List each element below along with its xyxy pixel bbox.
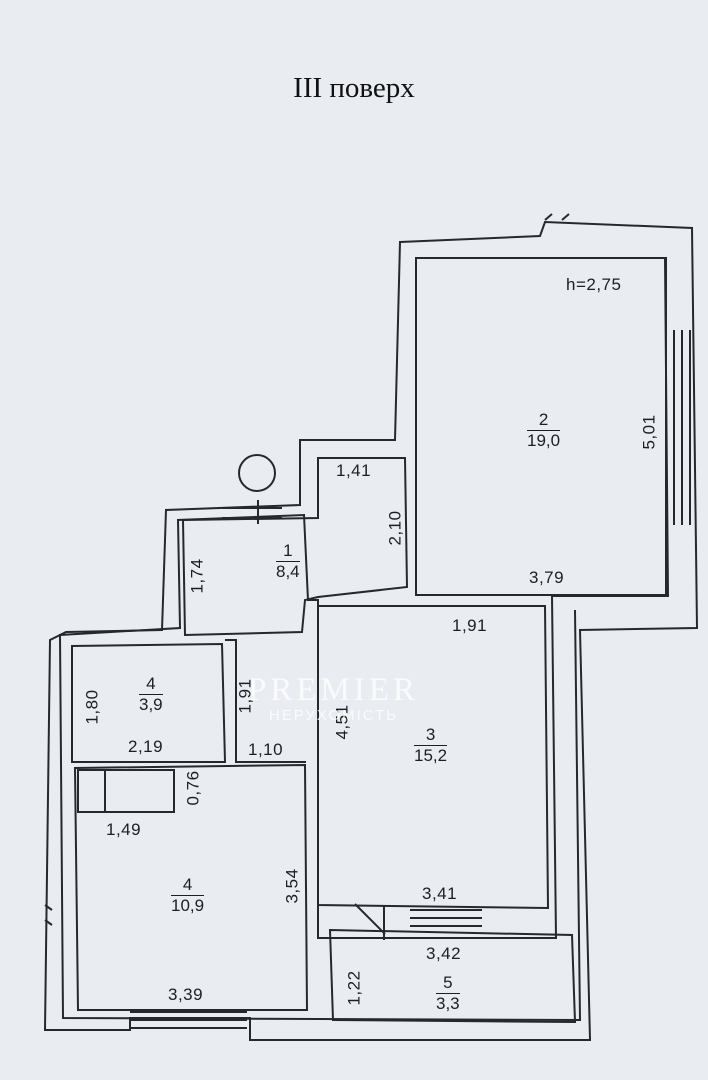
room-3-label: 3 15,2 — [414, 725, 448, 766]
dim-3-41: 3,41 — [422, 884, 458, 903]
room-2-area: 19,0 — [527, 431, 561, 450]
window-south — [130, 1011, 247, 1029]
dim-1-22: 1,22 — [344, 970, 364, 1006]
window-north — [222, 507, 282, 519]
floor-title: III поверх — [293, 72, 415, 104]
dim-3-54: 3,54 — [282, 868, 302, 904]
dim-3-39: 3,39 — [168, 985, 204, 1004]
room-5-number: 5 — [436, 973, 460, 994]
dim-2-10: 2,10 — [385, 510, 405, 546]
dim-1-91-top: 1,91 — [452, 616, 488, 635]
dim-1-10: 1,10 — [248, 740, 284, 759]
wall-break-left — [44, 904, 53, 926]
room-3-area: 15,2 — [414, 746, 448, 765]
room-2-label: 2 19,0 — [527, 410, 561, 451]
window-balcony — [410, 909, 482, 927]
riser-circle — [238, 454, 276, 492]
room-2-number: 2 — [527, 410, 561, 431]
room-5-wall — [328, 928, 577, 1024]
dim-1-80: 1,80 — [82, 689, 102, 725]
room-2-wall — [415, 257, 667, 596]
dim-2-19: 2,19 — [128, 737, 164, 756]
door-swing — [354, 903, 386, 935]
dim-4-51: 4,51 — [332, 704, 352, 740]
room-1-number: 1 — [276, 541, 300, 562]
room-4a-label: 4 3,9 — [139, 674, 163, 715]
dim-1-74: 1,74 — [187, 558, 207, 594]
room-4b-label: 4 10,9 — [171, 875, 205, 916]
dim-0-76: 0,76 — [183, 770, 203, 806]
room-4a-wall — [71, 642, 227, 763]
wall-break-top — [544, 213, 570, 221]
room-3-wall — [317, 605, 550, 910]
window-east — [673, 330, 691, 525]
room-3-number: 3 — [414, 725, 448, 746]
dim-1-49: 1,49 — [106, 820, 142, 839]
room-1-area: 8,4 — [276, 562, 300, 581]
corridor-wall — [225, 639, 306, 763]
room-4b-number: 4 — [171, 875, 205, 896]
dim-1-41: 1,41 — [336, 461, 372, 480]
dim-3-79: 3,79 — [529, 568, 565, 587]
closet — [77, 769, 175, 813]
room-4b-wall — [73, 763, 309, 1011]
ceiling-height-label: h=2,75 — [566, 275, 622, 294]
room-4a-area: 3,9 — [139, 695, 163, 714]
room-4a-number: 4 — [139, 674, 163, 695]
room-1-label: 1 8,4 — [276, 541, 300, 582]
room-5-area: 3,3 — [436, 994, 460, 1013]
outer-wall — [43, 220, 699, 1041]
dim-5-01: 5,01 — [639, 414, 659, 450]
dim-1-91-side: 1,91 — [235, 678, 255, 714]
room-5-label: 5 3,3 — [436, 973, 460, 1014]
room-4b-area: 10,9 — [171, 896, 205, 915]
dim-3-42: 3,42 — [426, 944, 462, 963]
